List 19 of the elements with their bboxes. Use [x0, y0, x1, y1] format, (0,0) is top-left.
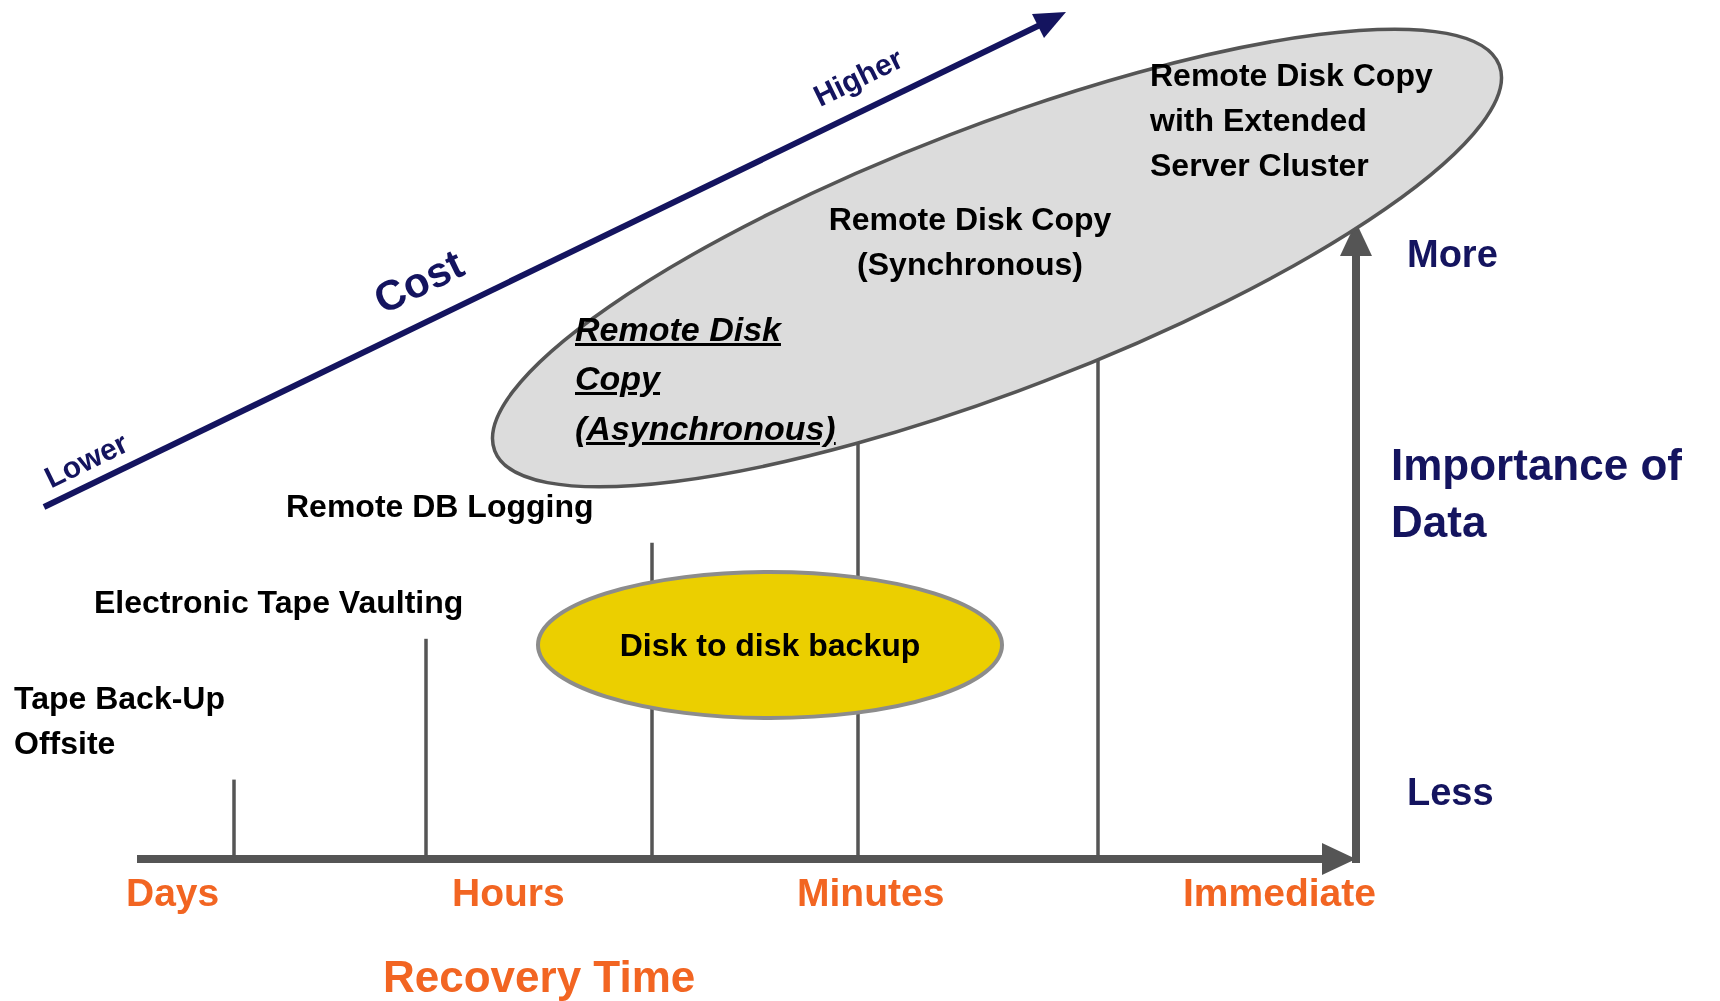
leader-line	[232, 779, 236, 857]
axis-label: More	[1407, 232, 1498, 277]
node-text: Disk to disk backup	[619, 625, 921, 665]
node-text: Tape Back-Up Offsite	[14, 679, 226, 763]
axis-label: Days	[126, 870, 220, 916]
node-text: Remote Disk Copy (Asynchronous)	[575, 309, 837, 449]
node-text: Remote DB Logging	[286, 487, 595, 526]
leader-line	[424, 638, 428, 857]
axis-label: Immediate	[1183, 870, 1376, 916]
node-text: Remote Disk Copy (Synchronous)	[827, 200, 1113, 284]
axis-label: Less	[1407, 770, 1494, 815]
leader-line	[1096, 359, 1100, 857]
node-text: Remote Disk Copy with Extended Server Cluster	[1150, 56, 1434, 185]
node-text: Electronic Tape Vaulting	[94, 583, 465, 622]
axis-label: Minutes	[797, 870, 945, 916]
axis-title: Cost	[365, 238, 472, 325]
axis-title: Recovery Time	[383, 951, 696, 1001]
axis-title: Importance of Data	[1391, 439, 1683, 549]
axis-label: Hours	[452, 870, 565, 916]
